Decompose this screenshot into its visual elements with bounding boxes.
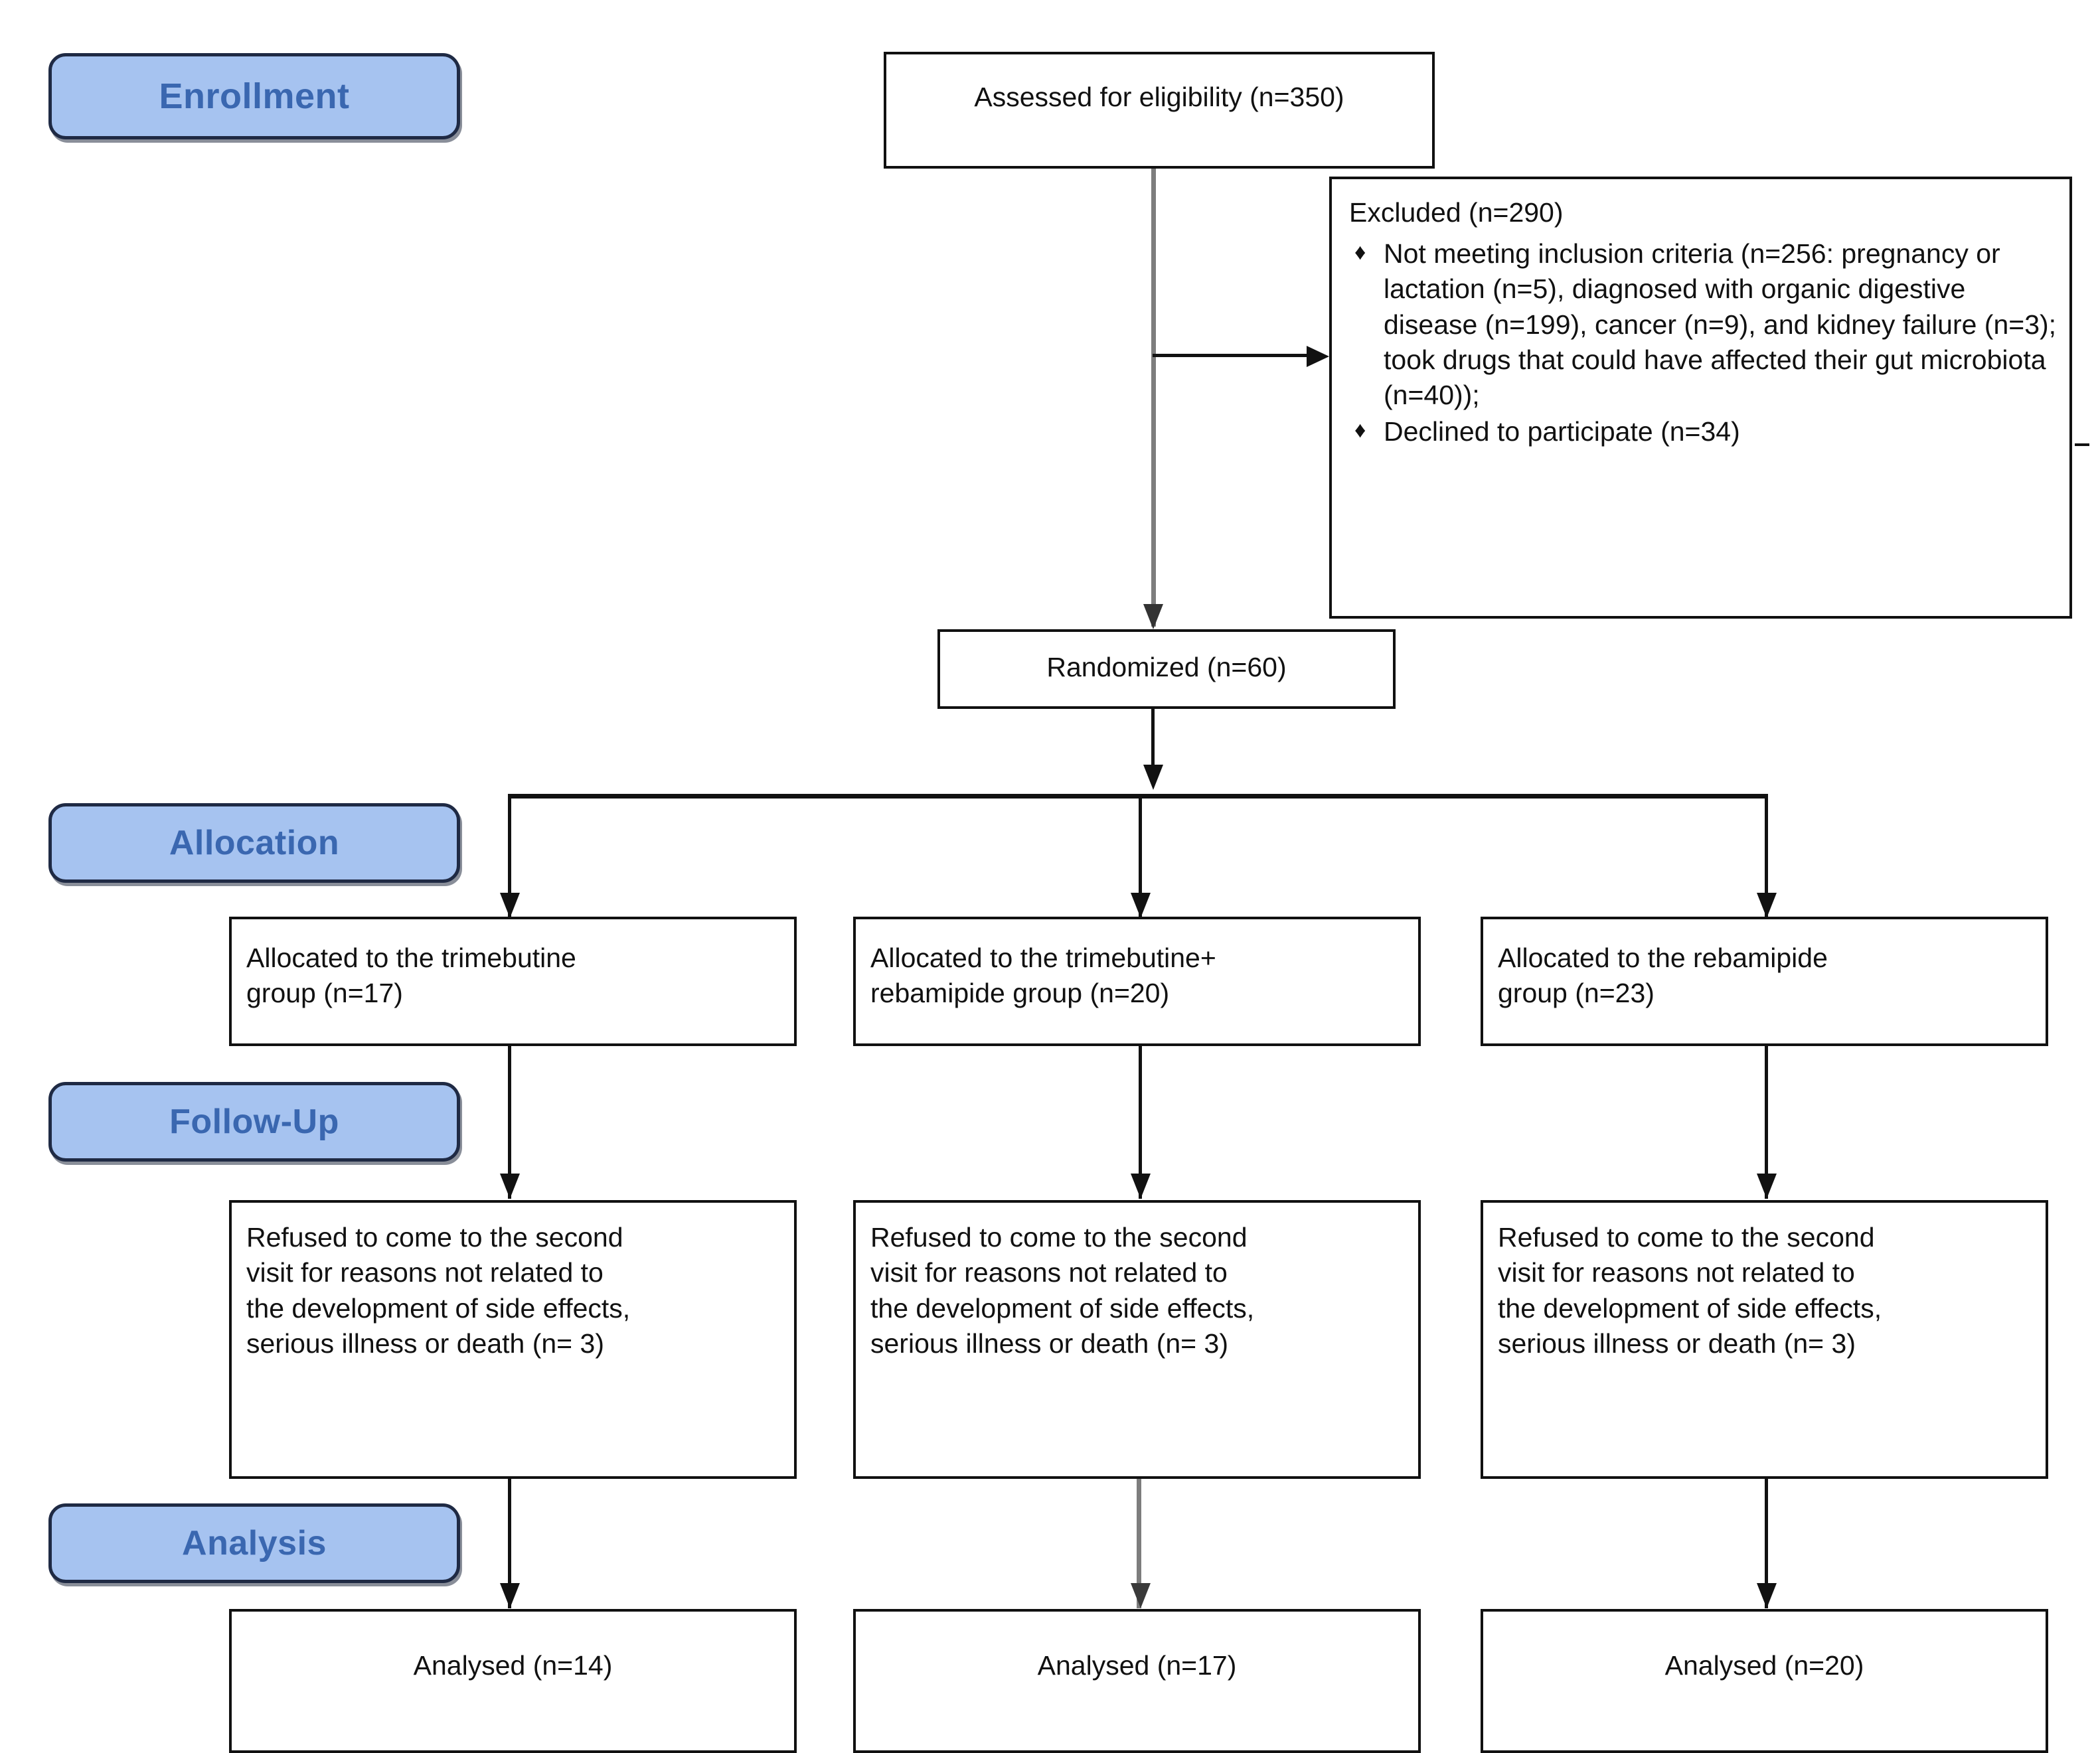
node-followup-rebamipide: Refused to come to the second visit for … bbox=[1481, 1200, 2048, 1479]
stage-label-allocation-text: Allocation bbox=[169, 824, 340, 862]
connector-follow1-to-analysed1 bbox=[508, 1479, 511, 1608]
node-followup-rebamipide-label: Refused to come to the second visit for … bbox=[1498, 1222, 1882, 1359]
node-excluded: Excluded (n=290) ♦ Not meeting inclusion… bbox=[1329, 177, 2072, 619]
arrowhead-randomized bbox=[1143, 604, 1163, 629]
excluded-reason-text: Declined to participate (n=34) bbox=[1384, 416, 1740, 447]
arrowhead-alloc-2 bbox=[1131, 893, 1151, 918]
diamond-bullet-icon: ♦ bbox=[1354, 240, 1366, 265]
node-followup-trimebutine-label: Refused to come to the second visit for … bbox=[246, 1222, 631, 1359]
node-followup-trimebutine-rebamipide-label: Refused to come to the second visit for … bbox=[870, 1222, 1255, 1359]
excluded-box-edge-tick bbox=[2075, 443, 2089, 446]
excluded-reason-item: ♦ Not meeting inclusion criteria (n=256:… bbox=[1345, 236, 2059, 413]
node-assessed-label: Assessed for eligibility (n=350) bbox=[974, 82, 1344, 112]
node-allocated-trimebutine-label: Allocated to the trimebutine group (n=17… bbox=[246, 943, 576, 1009]
node-randomized-label: Randomized (n=60) bbox=[1046, 652, 1287, 682]
node-allocated-trimebutine-rebamipide: Allocated to the trimebutine+ rebamipide… bbox=[853, 917, 1421, 1046]
arrowhead-analysed-3 bbox=[1757, 1583, 1777, 1608]
arrowhead-excluded bbox=[1307, 346, 1329, 367]
node-allocated-rebamipide: Allocated to the rebamipide group (n=23) bbox=[1481, 917, 2048, 1046]
node-analysed-trimebutine-rebamipide: Analysed (n=17) bbox=[853, 1609, 1421, 1753]
connector-follow3-to-analysed3 bbox=[1765, 1479, 1768, 1608]
arrowhead-analysed-2 bbox=[1131, 1583, 1151, 1608]
node-analysed-trimebutine-label: Analysed (n=14) bbox=[413, 1650, 613, 1681]
arrowhead-follow-3 bbox=[1757, 1174, 1777, 1199]
connector-split-center bbox=[1139, 794, 1142, 917]
arrowhead-follow-1 bbox=[500, 1174, 520, 1199]
node-analysed-trimebutine: Analysed (n=14) bbox=[229, 1609, 797, 1753]
node-followup-trimebutine: Refused to come to the second visit for … bbox=[229, 1200, 797, 1479]
stage-label-analysis-text: Analysis bbox=[182, 1524, 327, 1562]
node-assessed-for-eligibility: Assessed for eligibility (n=350) bbox=[884, 52, 1435, 169]
stage-label-allocation: Allocation bbox=[48, 803, 460, 883]
node-allocated-trimebutine: Allocated to the trimebutine group (n=17… bbox=[229, 917, 797, 1046]
node-followup-trimebutine-rebamipide: Refused to come to the second visit for … bbox=[853, 1200, 1421, 1479]
connector-to-excluded bbox=[1153, 354, 1312, 357]
stage-label-analysis: Analysis bbox=[48, 1503, 460, 1583]
stage-label-enrollment: Enrollment bbox=[48, 53, 460, 139]
stage-label-followup: Follow-Up bbox=[48, 1082, 460, 1162]
node-analysed-trimebutine-rebamipide-label: Analysed (n=17) bbox=[1037, 1650, 1237, 1681]
stage-label-followup-text: Follow-Up bbox=[169, 1103, 339, 1141]
arrowhead-alloc-3 bbox=[1757, 893, 1777, 918]
node-analysed-rebamipide: Analysed (n=20) bbox=[1481, 1609, 2048, 1753]
diamond-bullet-icon: ♦ bbox=[1354, 418, 1366, 443]
excluded-reason-text: Not meeting inclusion criteria (n=256: p… bbox=[1384, 238, 2057, 411]
node-randomized: Randomized (n=60) bbox=[937, 629, 1396, 709]
excluded-reason-item: ♦ Declined to participate (n=34) bbox=[1345, 414, 2059, 449]
node-excluded-heading: Excluded (n=290) bbox=[1349, 197, 1564, 228]
arrowhead-allocation-split bbox=[1143, 765, 1163, 790]
excluded-reason-list: ♦ Not meeting inclusion criteria (n=256:… bbox=[1345, 236, 2059, 451]
node-analysed-rebamipide-label: Analysed (n=20) bbox=[1664, 1650, 1864, 1681]
connector-follow2-to-analysed2 bbox=[1137, 1479, 1141, 1608]
connector-alloc2-to-follow2 bbox=[1139, 1046, 1142, 1199]
arrowhead-alloc-1 bbox=[500, 893, 520, 918]
arrowhead-follow-2 bbox=[1131, 1174, 1151, 1199]
allocation-split-bar bbox=[508, 794, 1768, 799]
arrowhead-analysed-1 bbox=[500, 1583, 520, 1608]
connector-alloc1-to-follow1 bbox=[508, 1046, 511, 1199]
connector-randomized-down bbox=[1151, 709, 1155, 782]
connector-split-left bbox=[508, 794, 511, 917]
node-allocated-rebamipide-label: Allocated to the rebamipide group (n=23) bbox=[1498, 943, 1828, 1009]
node-allocated-trimebutine-rebamipide-label: Allocated to the trimebutine+ rebamipide… bbox=[870, 943, 1216, 1009]
connector-alloc3-to-follow3 bbox=[1765, 1046, 1768, 1199]
connector-assessed-to-randomized bbox=[1151, 169, 1156, 627]
stage-label-enrollment-text: Enrollment bbox=[159, 76, 350, 116]
connector-split-right bbox=[1765, 794, 1768, 917]
